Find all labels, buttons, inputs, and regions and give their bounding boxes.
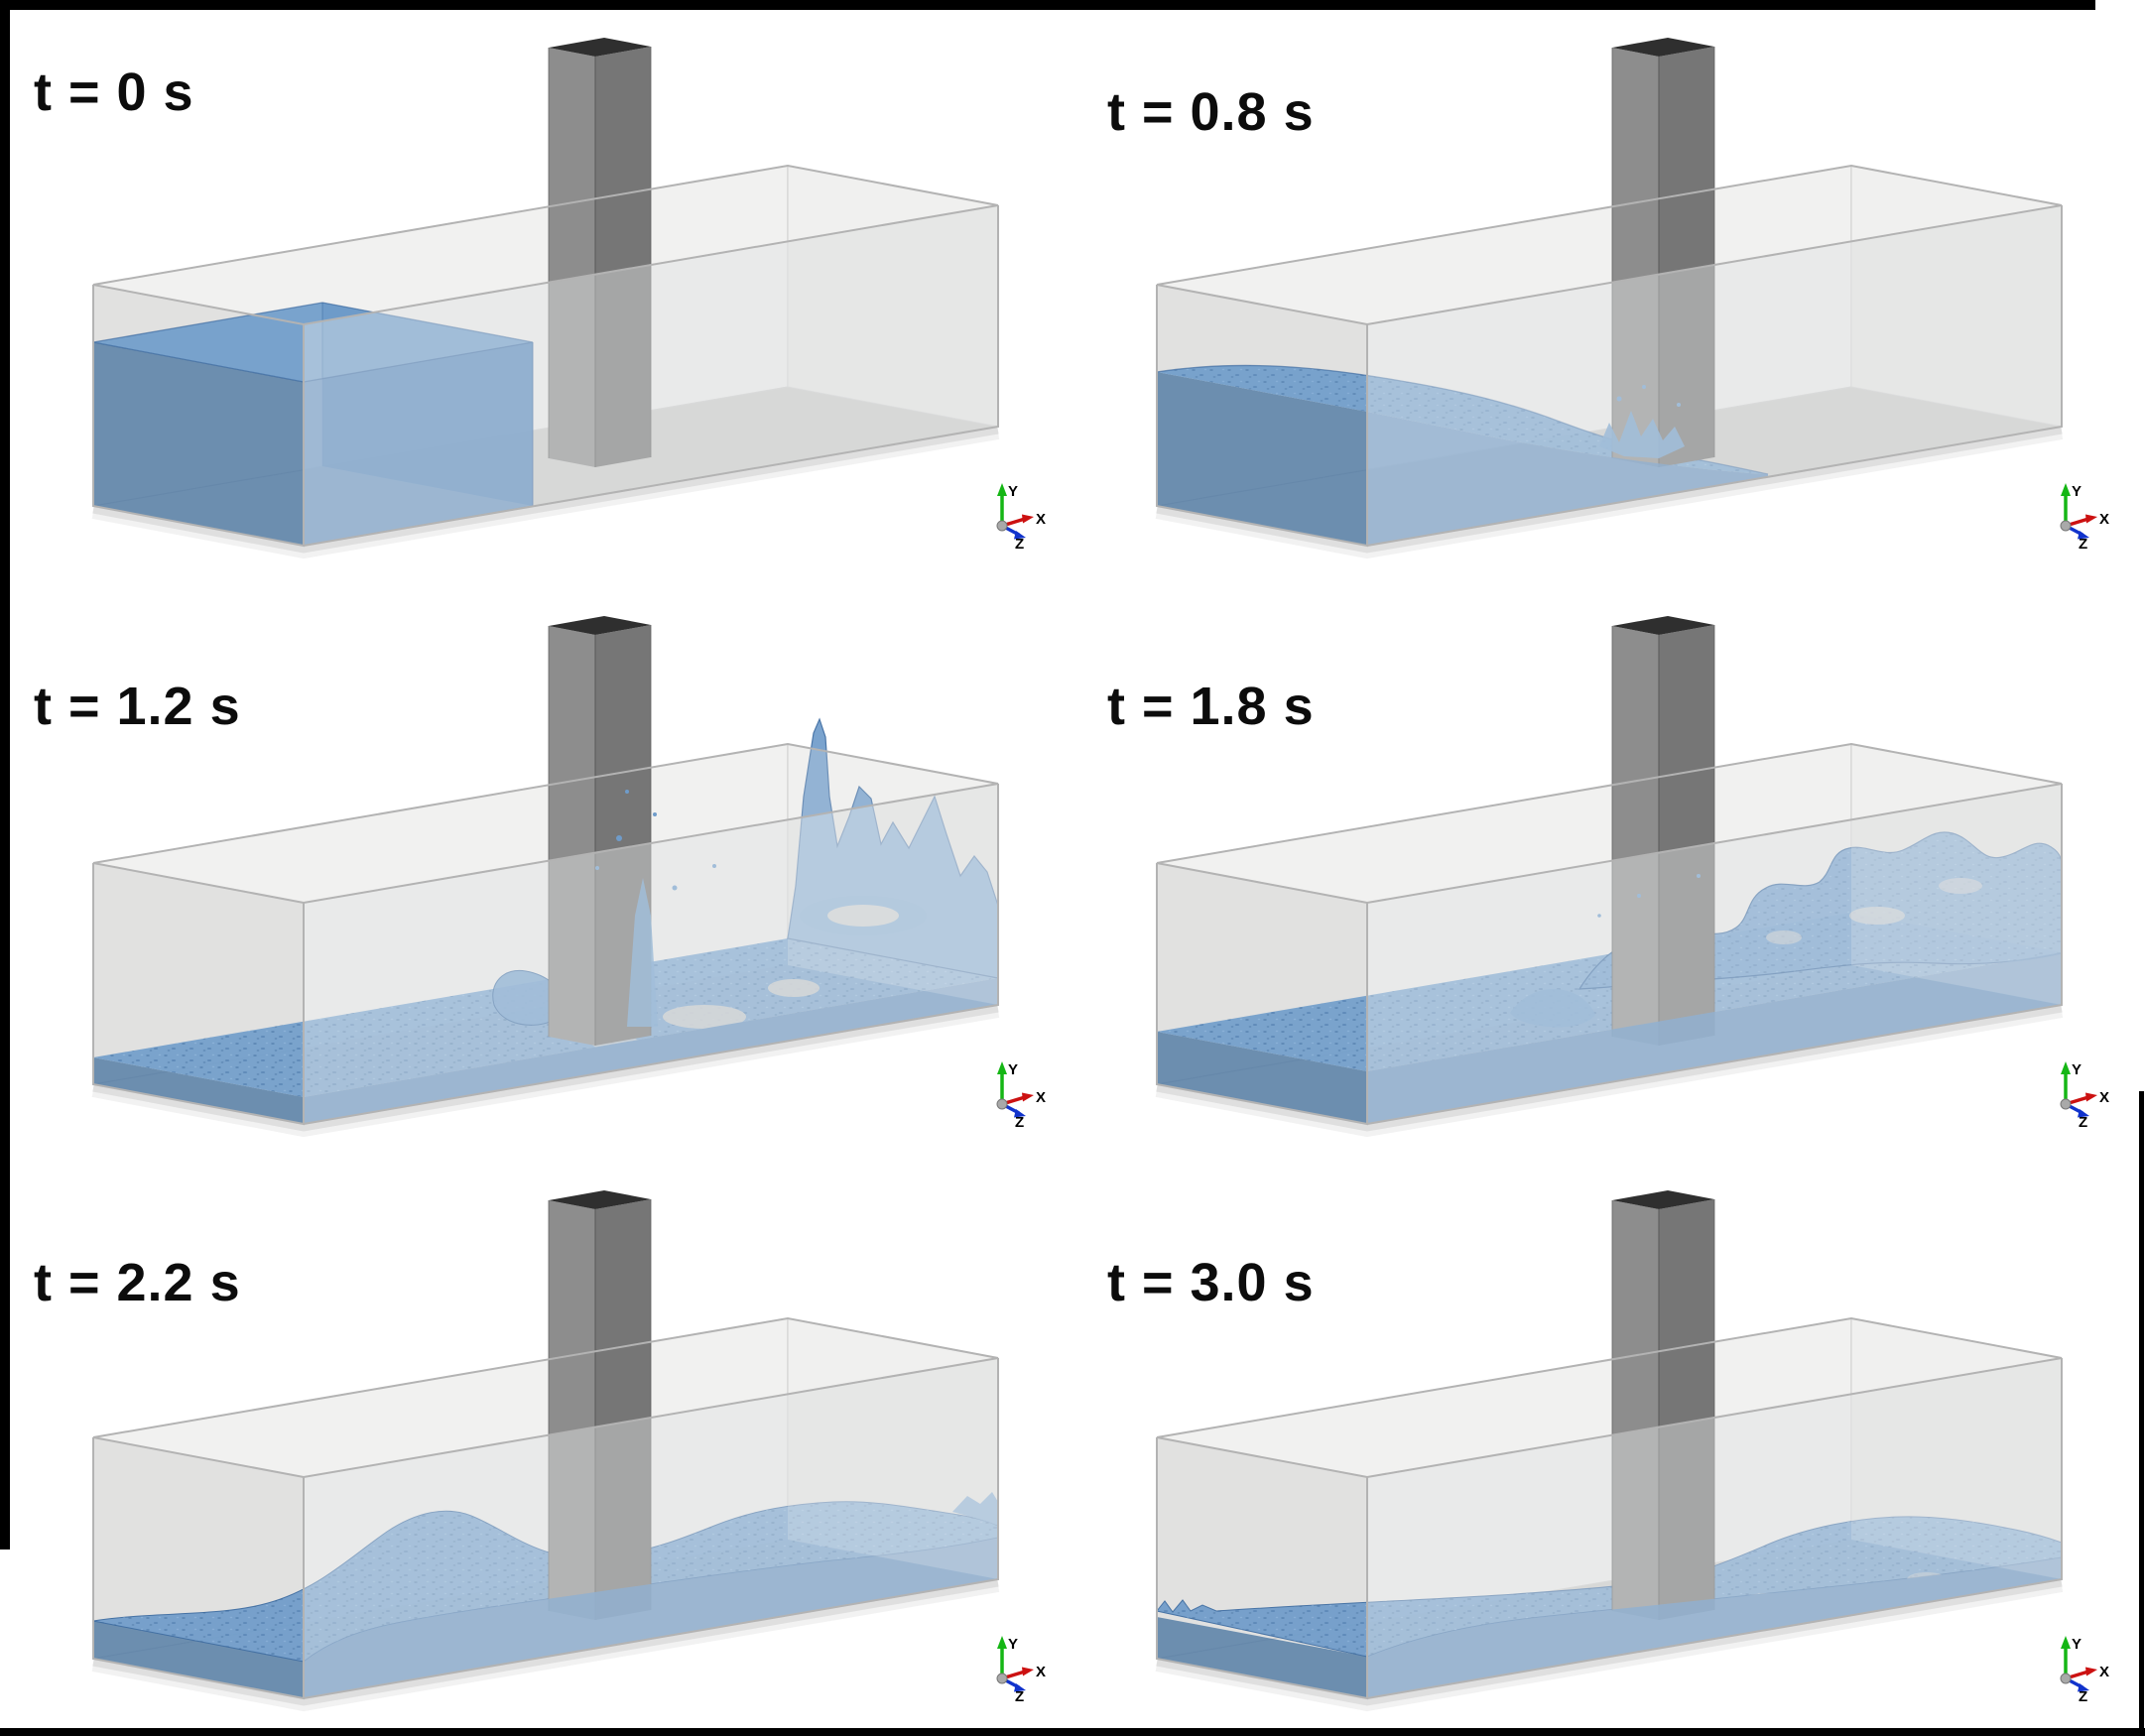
panel-t0-8: t = 0.8 s [1083,10,2135,575]
simulation-view-t3-0 [1083,1189,2111,1728]
droplet [653,812,657,816]
figure-border-bottom [0,1728,2145,1736]
simulation-view-t1-8 [1083,615,2111,1154]
water-left-face [93,1057,304,1124]
water-left-face [93,342,304,546]
water-left-face [1157,1032,1367,1124]
time-label: t = 0 s [34,62,194,122]
droplet [625,790,629,794]
figure-border-right [2139,1091,2144,1736]
panel-t2-2: t = 2.2 s [20,1163,1072,1728]
water-left-face [93,1621,304,1698]
time-label: t = 1.2 s [34,677,241,736]
panel-t0: t = 0 s [20,10,1072,575]
time-label: t = 3.0 s [1107,1253,1315,1312]
simulation-view-t1-2 [20,615,1048,1154]
figure-border-left [0,0,10,1550]
time-label: t = 0.8 s [1107,82,1315,142]
panel-t1-8: t = 1.8 s [1083,588,2135,1154]
time-label: t = 2.2 s [34,1253,241,1312]
time-label: t = 1.8 s [1107,677,1315,736]
simulation-view-t2-2 [20,1189,1048,1728]
water-left-face [1157,1617,1367,1698]
figure-border-top [0,0,2095,10]
panel-t1-2: t = 1.2 s [20,588,1072,1154]
droplet [616,835,622,841]
panel-t3-0: t = 3.0 s [1083,1163,2135,1728]
simulation-view-t0 [20,37,1048,575]
simulation-view-t0-8 [1083,37,2111,575]
water-left-face [1157,372,1367,546]
